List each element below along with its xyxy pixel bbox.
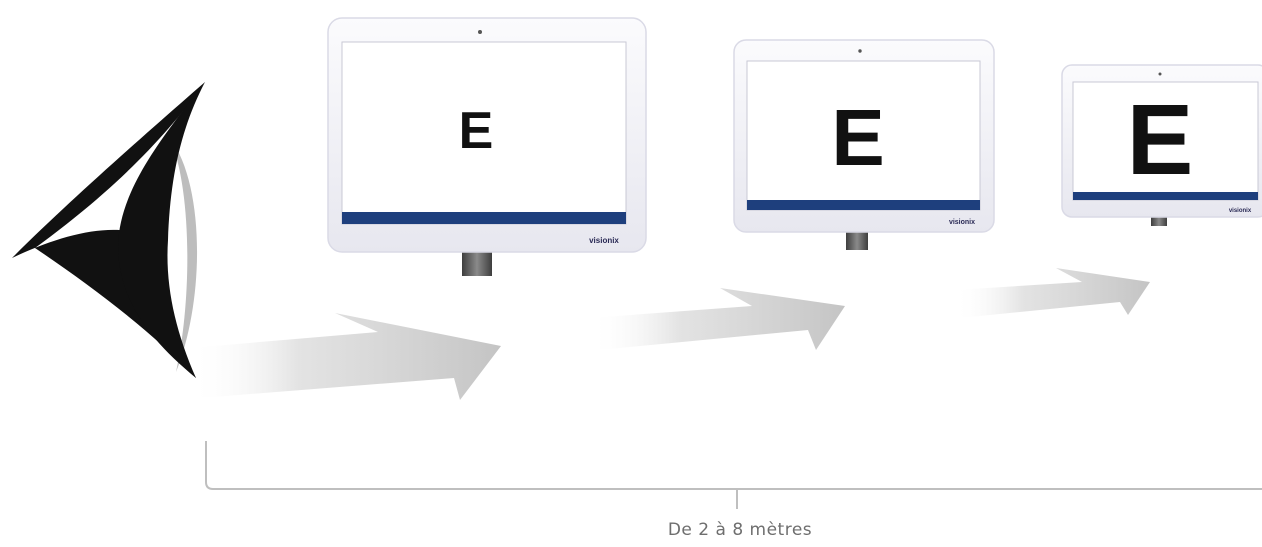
monitor-taskbar [747, 200, 980, 210]
monitor-camera [858, 49, 861, 52]
monitor-letter: E [459, 102, 494, 160]
monitor-taskbar [342, 212, 626, 224]
monitor-camera [1159, 73, 1162, 76]
arrow-1 [190, 313, 501, 400]
distance-bracket [206, 441, 1262, 509]
monitor-3: E visionix [1062, 65, 1262, 226]
monitor-brand: visionix [949, 219, 975, 226]
monitor-camera [478, 30, 482, 34]
monitor-2: E visionix [734, 40, 994, 250]
bracket-line [206, 441, 1262, 489]
monitor-letter: E [831, 93, 884, 182]
arrow-2 [590, 288, 845, 350]
monitor-1: E visionix [328, 18, 646, 276]
eye-icon [12, 82, 205, 378]
monitor-stand [462, 250, 492, 276]
arrow-icon [190, 268, 1150, 400]
monitor-brand: visionix [589, 236, 619, 245]
monitor-brand: visionix [1229, 208, 1252, 214]
arrow-3 [955, 268, 1150, 318]
monitor-letter: E [1127, 84, 1194, 196]
distance-label: De 2 à 8 mètres [0, 520, 1262, 540]
